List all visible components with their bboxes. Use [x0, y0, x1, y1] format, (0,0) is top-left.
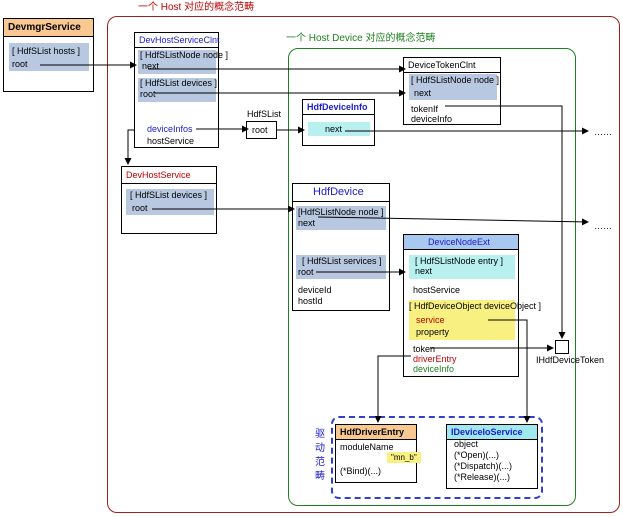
hd-root-field: root — [298, 267, 314, 277]
dev-host-service-clnt-box: DevHostServiceClnt [ HdfSListNode node ]… — [134, 32, 228, 148]
hd-next-field: next — [298, 218, 316, 228]
hdf-device-title: HdfDevice — [293, 184, 389, 202]
arrow-hd-next-forward — [317, 216, 589, 226]
dhsc-host-service-field: hostService — [147, 136, 195, 146]
dtc-token-if-field: tokenIf — [411, 104, 439, 114]
dios-open-field: (*Open)(...) — [454, 450, 500, 460]
device-node-ext-title: DeviceNodeExt — [404, 235, 518, 250]
dne-token-field: token — [413, 344, 436, 354]
hd-device-id-field: deviceId — [298, 285, 332, 295]
dne-device-info-field: deviceInfo — [413, 364, 455, 374]
host-scope-frame — [107, 16, 620, 513]
device-io-service-box: IDeviceIoService object (*Open)(...) (*D… — [446, 424, 538, 489]
dtc-device-info-field: deviceInfo — [411, 114, 453, 124]
arrow-dne-service-to-io-service — [488, 319, 531, 423]
hdf-device-info-title: HdfDeviceInfo — [303, 100, 374, 115]
device-token-clnt-box: DeviceTokenClnt [ HdfSListNode node ] ne… — [403, 57, 501, 125]
dne-driver-entry-field: driverEntry — [413, 354, 457, 364]
hde-module-name-value: "mn_b" — [387, 452, 421, 463]
devmgr-service-box: DevmgrService [ HdfSList hosts ] root — [3, 18, 94, 92]
device-token-clnt-title: DeviceTokenClnt — [404, 58, 500, 73]
dne-host-service-field: hostService — [413, 285, 461, 295]
dhs-root-field: root — [132, 203, 148, 213]
device-scope-label: 一个 Host Device 对应的概念范畴 — [286, 33, 436, 44]
host-scope-label: 一个 Host 对应的概念范畴 — [138, 2, 255, 13]
dne-next-field: next — [415, 266, 433, 276]
hdf-driver-entry-title: HdfDriverEntry — [336, 425, 416, 440]
dev-host-service-title: DevHostService — [122, 167, 216, 184]
hdi-next-field: next — [325, 124, 343, 134]
hd-services-field: [ HdfSList services ] — [302, 256, 382, 266]
dtc-node-field: [ HdfSListNode node ] — [411, 75, 500, 85]
arrow-dne-driver-entry-to-hde — [374, 355, 411, 423]
ellipsis-lower: …… — [594, 221, 612, 231]
hdfslist-title: HdfSList — [247, 109, 282, 119]
devmgr-hosts-field: [ HdfSList hosts ] — [12, 46, 81, 56]
hdf-device-box: HdfDevice [HdfSListNode node ] next [ Hd… — [292, 183, 390, 311]
devmgr-root-field: root — [12, 59, 28, 69]
dhsc-root-field: root — [140, 89, 156, 99]
driver-scope-label: 驱动范畴 — [315, 429, 325, 482]
device-node-ext-box: DeviceNodeExt [ HdfSListNode entry ] nex… — [403, 234, 541, 377]
driver-scope-frame — [331, 416, 543, 499]
hdfslist-root-field: root — [252, 125, 268, 135]
hd-host-id-field: hostId — [298, 296, 323, 306]
dhs-devices-field: [ HdfSList devices ] — [130, 190, 208, 200]
ellipsis-upper: …… — [594, 127, 612, 137]
device-token-label: IHdfDeviceToken — [536, 355, 605, 365]
dne-device-object-field: [ HdfDeviceObject deviceObject ] — [409, 301, 542, 311]
dne-service-field: service — [416, 315, 445, 325]
dne-property-field: property — [416, 327, 450, 337]
hd-node-field: [HdfSListNode node ] — [298, 207, 384, 217]
dios-release-field: (*Release)(...) — [454, 472, 511, 482]
dev-host-service-box: DevHostService [ HdfSList devices ] root — [121, 166, 217, 234]
dhsc-node-field: [ HdfSListNode node ] — [140, 50, 229, 60]
dhsc-device-infos-field: deviceInfos — [147, 124, 193, 134]
hde-bind-field: (*Bind)(...) — [340, 466, 382, 476]
hdf-device-info-box: HdfDeviceInfo next — [302, 99, 375, 146]
dhsc-devices-field: [ HdfSList devices ] — [140, 78, 218, 88]
device-scope-frame — [288, 48, 576, 506]
dios-object-field: object — [454, 439, 479, 449]
dhsc-next-field: next — [142, 61, 160, 71]
device-token-square — [555, 340, 569, 354]
dne-entry-field: [ HdfSListNode entry ] — [415, 256, 504, 266]
hdf-driver-entry-box: HdfDriverEntry moduleName "mn_b" (*Bind)… — [335, 424, 421, 483]
device-io-service-title: IDeviceIoService — [447, 425, 537, 440]
dios-dispatch-field: (*Dispatch)(...) — [454, 461, 513, 471]
dev-host-service-clnt-title: DevHostServiceClnt — [135, 33, 220, 48]
devmgr-service-title: DevmgrService — [4, 19, 93, 37]
dtc-next-field: next — [414, 88, 432, 98]
hde-module-name-field: moduleName — [340, 442, 394, 452]
arrow-host-service-to-dhs — [124, 129, 135, 165]
arrow-token-clnt-to-token — [445, 105, 566, 339]
